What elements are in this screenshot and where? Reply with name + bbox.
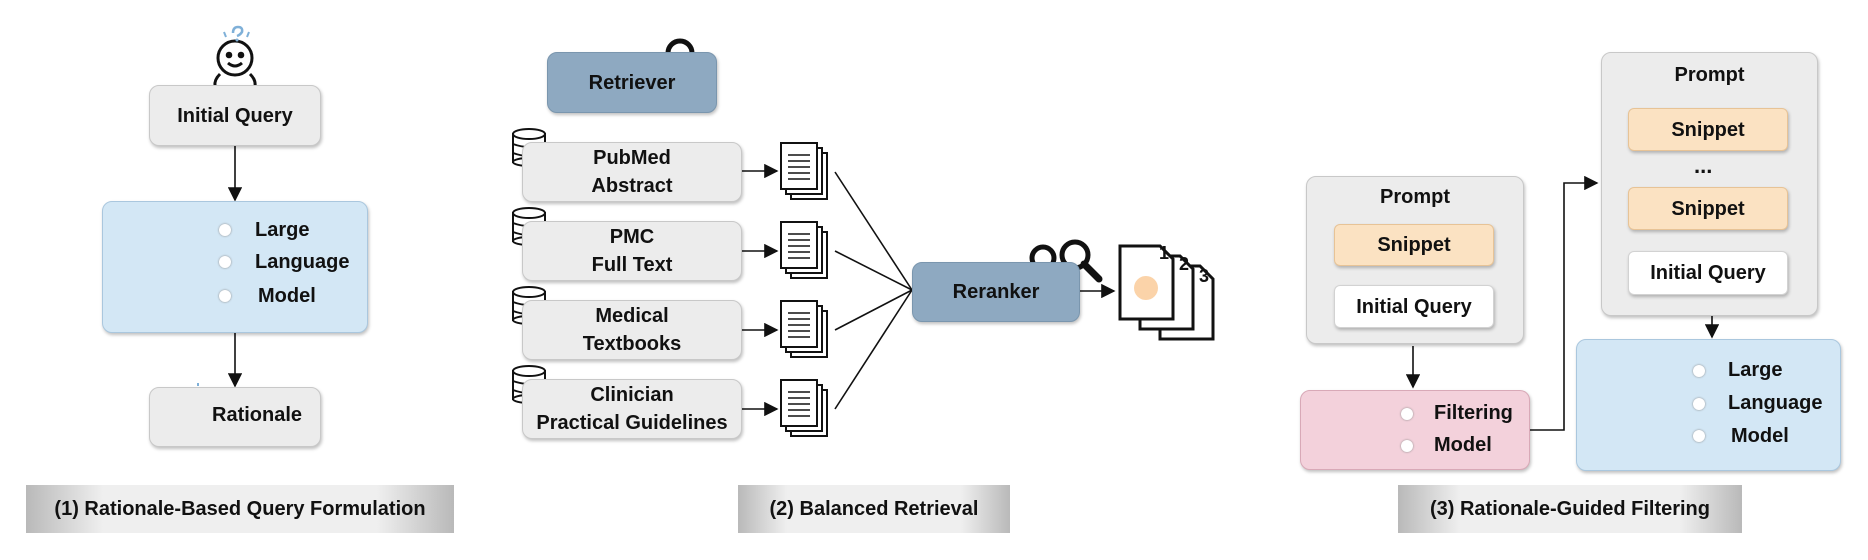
reranker-box: Reranker [912,262,1080,322]
bullet-dot [1401,408,1413,420]
source-pubmed-box: PubMed Abstract [522,142,742,202]
prompt-left-title: Prompt [1380,186,1450,208]
source-line: PMC [609,226,655,248]
source-line: Textbooks [582,333,682,355]
person-question-icon [213,25,257,87]
bullet-dot [219,256,231,268]
bullet-dot [1401,440,1413,452]
rationale-box [149,387,321,447]
bullet-dot [219,224,231,236]
caption-text: (3) Rationale-Guided Filtering [1429,497,1710,520]
filter-word-filtering: Filtering [1434,402,1513,424]
llm-word-large: Large [255,219,310,241]
llm-box [102,201,368,333]
retriever-box: Retriever [547,52,717,113]
document-stack-icon [780,142,828,437]
source-line: Medical [595,305,669,327]
rank-2-label: 2 [1179,254,1190,274]
snippet-chip: Snippet [1628,108,1788,151]
caption-panel-3: (3) Rationale-Guided Filtering [1398,485,1742,533]
llm-word-model: Model [258,285,316,307]
ranked-documents-icon [1118,244,1215,341]
source-line: PubMed [593,147,671,169]
filtering-model-box [1300,390,1530,470]
source-line: Clinician [590,384,674,406]
source-line: Full Text [591,254,673,276]
initial-query-box: Initial Query [149,85,321,146]
snippet-label: Snippet [1377,234,1451,256]
bullet-dot [1693,430,1705,442]
snippet-chip: Snippet [1334,224,1494,266]
llm-word-model: Model [1731,425,1789,447]
retriever-label: Retriever [588,71,676,94]
bullet-dot [219,290,231,302]
snippet-label: Snippet [1671,118,1745,141]
source-line: Practical Guidelines [536,412,728,434]
initial-query-label: Initial Query [1650,262,1766,284]
caption-text: (2) Balanced Retrieval [769,497,979,520]
snippet-chip: Snippet [1628,187,1788,230]
caption-text: (1) Rationale-Based Query Formulation [54,497,426,520]
reranker-label: Reranker [952,281,1040,303]
initial-query-chip: Initial Query [1334,285,1494,328]
source-pmc-box: PMC Full Text [522,221,742,281]
rationale-label: Rationale [212,404,303,426]
filter-word-model: Model [1434,434,1492,456]
snippet-label: Snippet [1671,197,1745,220]
source-line: Abstract [591,175,673,197]
initial-query-label: Initial Query [1356,295,1472,318]
prompt-right-title: Prompt [1674,64,1745,86]
rank-1-label: 1 [1159,243,1170,263]
initial-query-chip: Initial Query [1628,251,1788,295]
ellipsis: ... [1694,153,1713,178]
source-textbooks-box: Medical Textbooks [522,300,742,360]
initial-query-label: Initial Query [177,104,293,127]
llm-word-language: Language [255,251,350,273]
caption-panel-1: (1) Rationale-Based Query Formulation [26,485,454,533]
caption-panel-2: (2) Balanced Retrieval [738,485,1010,533]
llm-word-large: Large [1728,359,1783,381]
arrow-filter-to-prompt [1530,175,1599,431]
fan-lines-to-reranker [834,171,913,410]
bullet-dot [1693,365,1705,377]
llm-word-language: Language [1728,392,1823,414]
source-guidelines-box: Clinician Practical Guidelines [522,379,742,439]
llm-box [1576,339,1841,471]
rank-3-label: 3 [1199,266,1210,286]
bullet-dot [1693,398,1705,410]
